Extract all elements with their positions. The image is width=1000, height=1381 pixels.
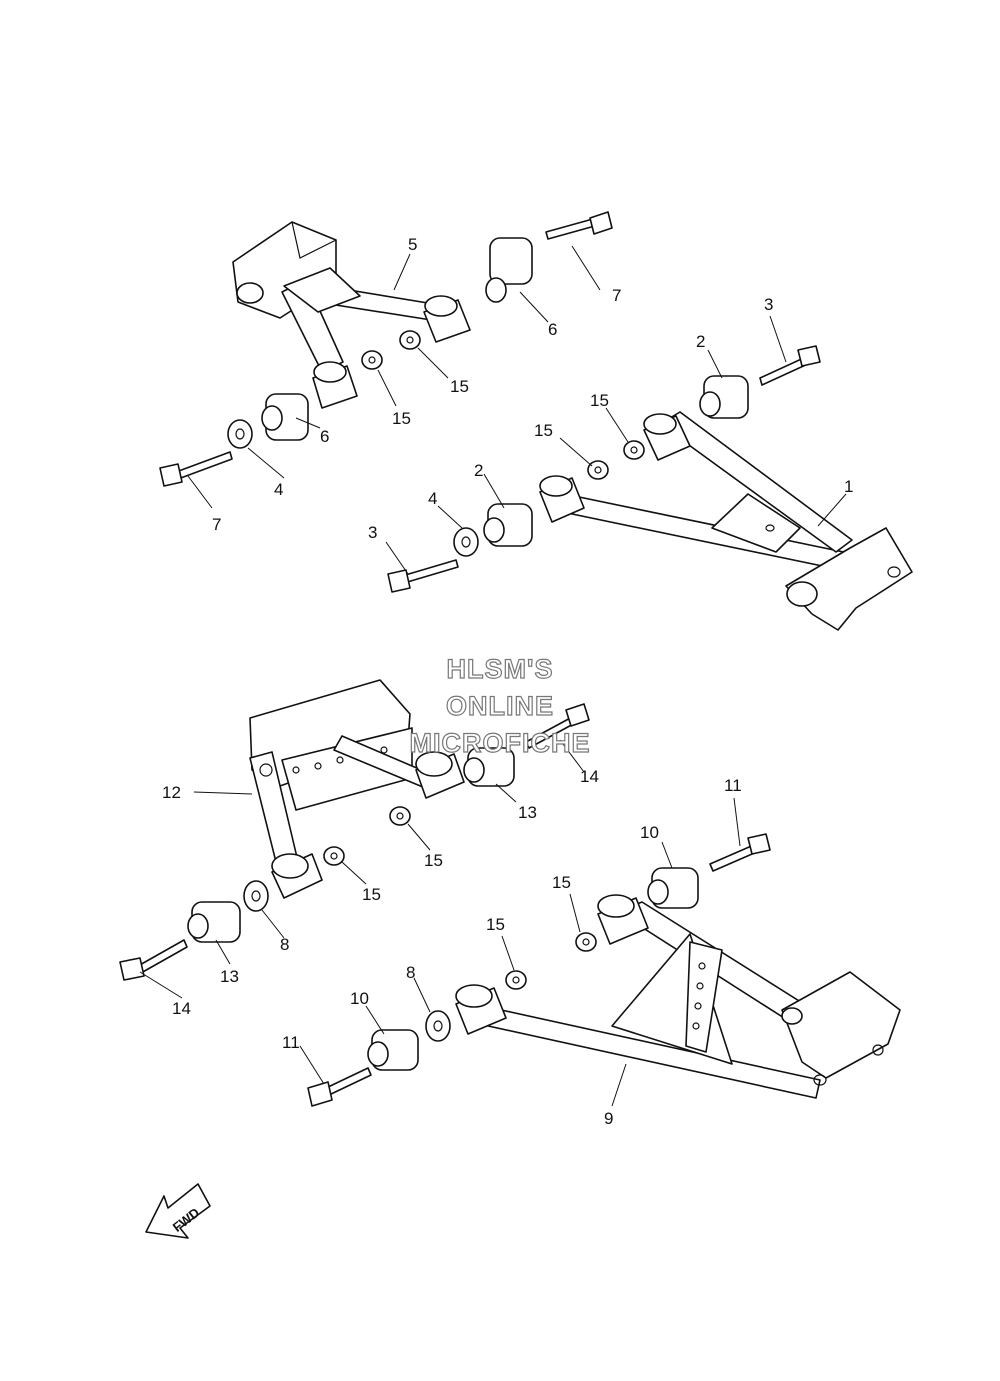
bolt-14b[interactable] (119, 939, 188, 981)
callout-11-lower: 11 (282, 1033, 300, 1052)
nut-15d[interactable] (587, 460, 609, 480)
callout-9: 9 (604, 1109, 613, 1128)
callout-10-right: 10 (640, 823, 659, 842)
bolt-7b[interactable] (159, 451, 233, 487)
washer-4a[interactable] (227, 419, 253, 449)
bushing-2a[interactable] (699, 375, 749, 419)
nut-15g[interactable] (575, 932, 597, 952)
callout-1: 1 (844, 477, 853, 496)
callout-15-f: 15 (362, 885, 381, 904)
bushing-6a[interactable] (485, 237, 533, 303)
nut-15e[interactable] (389, 806, 411, 826)
bushing-13a[interactable] (463, 747, 515, 787)
callout-15-e: 15 (424, 851, 443, 870)
bolt-11b[interactable] (307, 1067, 372, 1107)
callout-4-left: 4 (274, 480, 283, 499)
callout-3-right: 3 (764, 295, 773, 314)
nut-15f[interactable] (323, 846, 345, 866)
washer-4b[interactable] (453, 527, 479, 557)
nut-15a[interactable] (399, 330, 421, 350)
watermark: HLSM'S ONLINE MICROFICHE (409, 653, 591, 758)
bolt-7a[interactable] (545, 211, 613, 240)
callout-2-right: 2 (696, 332, 705, 351)
callout-4-lower: 4 (428, 489, 437, 508)
callout-15-g: 15 (552, 873, 571, 892)
bushing-13b[interactable] (187, 901, 241, 943)
callout-2-lower: 2 (474, 461, 483, 480)
bushing-10b[interactable] (367, 1029, 419, 1071)
callout-15-b: 15 (392, 409, 411, 428)
nut-15h[interactable] (505, 970, 527, 990)
callout-13-left: 13 (220, 967, 239, 986)
callout-7-left: 7 (212, 515, 221, 534)
bolt-3b[interactable] (387, 559, 459, 593)
callout-6-top: 6 (548, 320, 557, 339)
callout-11-right: 11 (724, 776, 742, 795)
callout-15-h: 15 (486, 915, 505, 934)
bushing-10a[interactable] (647, 867, 699, 909)
lower-arm-9[interactable] (455, 894, 901, 1099)
bushing-6b[interactable] (261, 393, 309, 441)
washer-8b[interactable] (425, 1010, 451, 1042)
callout-12: 12 (162, 783, 181, 802)
leader-lines (139, 245, 847, 1107)
watermark-line-3: MICROFICHE (410, 728, 591, 758)
callout-3-lower: 3 (368, 523, 377, 542)
lower-arm-1[interactable] (539, 411, 913, 631)
callout-10-lower: 10 (350, 989, 369, 1008)
watermark-line-2: ONLINE (446, 691, 554, 721)
upper-arm-5[interactable] (232, 221, 471, 409)
callout-15-d: 15 (534, 421, 553, 440)
callout-8-lower: 8 (406, 963, 415, 982)
watermark-line-1: HLSM'S (447, 654, 554, 684)
callout-14-top: 14 (580, 767, 599, 786)
callout-15-c: 15 (590, 391, 609, 410)
upper-arm-12[interactable] (249, 679, 465, 899)
callout-14-left: 14 (172, 999, 191, 1018)
callout-7-top: 7 (612, 286, 621, 305)
callout-15-a: 15 (450, 377, 469, 396)
nut-15b[interactable] (361, 350, 383, 370)
callout-8-left: 8 (280, 935, 289, 954)
bolt-14a[interactable] (525, 703, 590, 749)
callout-13-top: 13 (518, 803, 537, 822)
washer-8a[interactable] (243, 880, 269, 912)
callout-6-left: 6 (320, 427, 329, 446)
fwd-arrow-icon: FWD (145, 1183, 211, 1239)
bolt-11a[interactable] (709, 833, 771, 872)
bushing-2b[interactable] (483, 503, 533, 547)
callout-5: 5 (408, 235, 417, 254)
bolt-3a[interactable] (759, 345, 821, 386)
nut-15c[interactable] (623, 440, 645, 460)
